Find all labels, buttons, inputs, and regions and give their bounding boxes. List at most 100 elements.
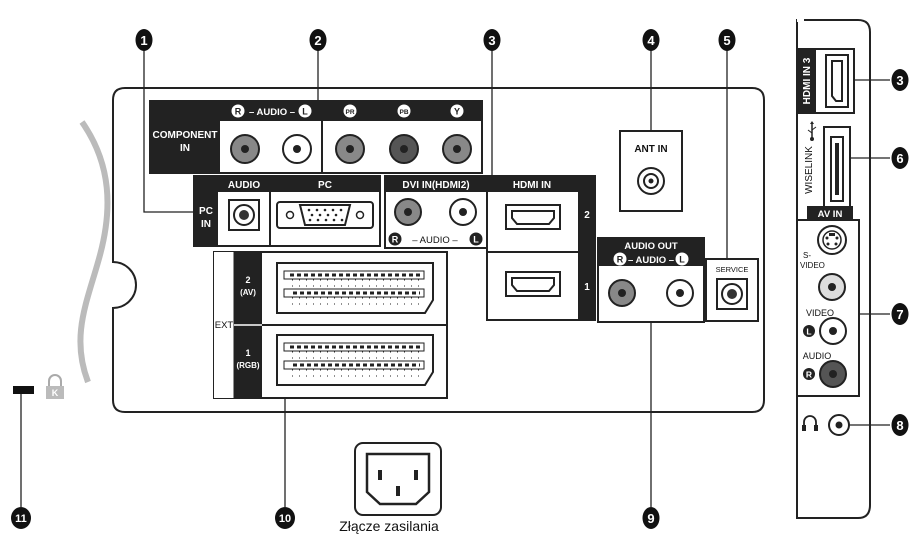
audio-out-label: AUDIO OUT (624, 241, 678, 252)
audio-out-panel: AUDIO OUT R – AUDIO – L (597, 237, 705, 323)
callout-lines (20, 50, 890, 507)
headphone-icon (802, 415, 818, 431)
dvi-audio-l-jack (449, 198, 477, 226)
component-audio-label: – AUDIO – (249, 107, 295, 118)
service-label: SERVICE (716, 265, 749, 274)
av-in-panel: AV IN S- VIDEO VIDEO L AUDIO R (796, 206, 860, 397)
callout-7: 7 (891, 303, 909, 325)
hdmi-3-label: HDMI IN 3 (802, 57, 813, 104)
ant-in-label: ANT IN (634, 144, 667, 155)
wiselink-panel: WISELINK (804, 121, 851, 212)
scart-port-1 (276, 334, 434, 386)
svg-text:K: K (52, 388, 59, 398)
service-jack (716, 278, 748, 310)
pc-audio-jack (228, 199, 260, 231)
headphone-jack (828, 414, 850, 436)
svg-text:2: 2 (314, 33, 321, 48)
svg-text:1: 1 (140, 33, 147, 48)
ext-port-2-label-2: (AV) (240, 288, 256, 297)
audio-out-r-jack (608, 279, 636, 307)
ext-port-1-label-2: (RGB) (236, 361, 259, 370)
pc-in-label-2: IN (201, 219, 211, 230)
component-y-label: Y (454, 107, 460, 117)
svg-text:3: 3 (896, 73, 903, 88)
component-pb-jack (389, 134, 419, 164)
hdmi-port-2 (505, 204, 561, 230)
scart-port-2 (276, 262, 434, 314)
kensington-icon: K (46, 374, 64, 399)
ant-in-panel: ANT IN (619, 130, 683, 212)
svg-text:7: 7 (896, 307, 903, 322)
component-audio-l: L (302, 107, 308, 117)
video-jack (818, 273, 846, 301)
callout-2: 2 (309, 29, 327, 51)
callout-11: 11 (11, 507, 31, 529)
component-in-label: COMPONENT (153, 130, 218, 141)
component-audio-l-jack (282, 134, 312, 164)
ext-port-2-label: 2 (245, 275, 250, 285)
svg-text:3: 3 (488, 33, 495, 48)
wiselink-label: WISELINK (804, 146, 815, 194)
pc-in-panel: PC IN AUDIO PC (193, 175, 381, 247)
power-connector-caption: Złącze zasilania (339, 518, 439, 534)
video-label: VIDEO (806, 308, 834, 318)
av-audio-r: R (806, 370, 812, 380)
hdmi-port-2-label: 2 (584, 210, 590, 221)
pc-in-label: PC (199, 206, 213, 217)
dvi-in-panel: DVI IN(HDMI2) R – AUDIO – L (384, 175, 488, 249)
kensington-slot (13, 386, 34, 394)
svg-text:6: 6 (896, 151, 903, 166)
hdmi-in-label: HDMI IN (513, 180, 551, 191)
pc-dsub-port (276, 201, 374, 229)
callout-4: 4 (642, 29, 660, 51)
av-in-label: AV IN (818, 209, 843, 220)
ext-label: EXT (215, 320, 234, 331)
component-audio-r-jack (230, 134, 260, 164)
component-in-panel: COMPONENT IN R – AUDIO – L PR PB Y (149, 100, 483, 174)
audio-out-audio-label: – AUDIO – (628, 255, 674, 266)
callout-1: 1 (135, 29, 153, 51)
hdmi-port-1 (505, 271, 561, 297)
service-panel: SERVICE (705, 258, 759, 322)
svg-text:10: 10 (279, 513, 291, 525)
av-audio-l: L (806, 327, 811, 337)
component-pb-label: PB (399, 109, 408, 116)
s-video-label-2: VIDEO (800, 261, 825, 270)
component-audio-r: R (235, 107, 242, 117)
svg-text:11: 11 (15, 513, 27, 525)
av-audio-l-jack (819, 317, 847, 345)
s-video-jack (817, 225, 847, 255)
audio-out-l-jack (666, 279, 694, 307)
hdmi-3-panel: HDMI IN 3 (796, 48, 855, 114)
dvi-audio-label: – AUDIO – (412, 235, 458, 246)
dvi-in-label: DVI IN(HDMI2) (402, 180, 469, 191)
s-video-label: S- (803, 251, 811, 260)
ant-in-jack (637, 167, 665, 195)
dvi-audio-l: L (473, 235, 479, 245)
pc-audio-header: AUDIO (228, 180, 260, 191)
audio-out-l: L (679, 255, 685, 265)
pc-header: PC (318, 180, 332, 191)
component-y-jack (442, 134, 472, 164)
svg-text:5: 5 (723, 33, 730, 48)
audio-out-r: R (617, 255, 624, 265)
hdmi-in-panel: HDMI IN 2 1 (486, 175, 596, 321)
usb-port (823, 126, 851, 212)
callout-6: 6 (891, 147, 909, 169)
av-audio-label: AUDIO (803, 351, 832, 361)
usb-icon (807, 121, 817, 141)
callout-9: 9 (642, 507, 660, 529)
component-pr-jack (335, 134, 365, 164)
svg-text:8: 8 (896, 418, 903, 433)
dvi-audio-r: R (392, 235, 399, 245)
hdmi-3-port (825, 54, 849, 108)
callout-3: 3 (483, 29, 501, 51)
component-in-label-2: IN (180, 143, 190, 154)
svg-text:4: 4 (647, 33, 655, 48)
callout-8: 8 (891, 414, 909, 436)
svg-text:9: 9 (647, 511, 654, 526)
callout-10: 10 (275, 507, 295, 529)
ext-panel: EXT 2 (AV) 1 (RGB) (213, 251, 448, 399)
hdmi-port-1-label: 1 (584, 282, 590, 293)
callout-3-side: 3 (891, 69, 909, 91)
